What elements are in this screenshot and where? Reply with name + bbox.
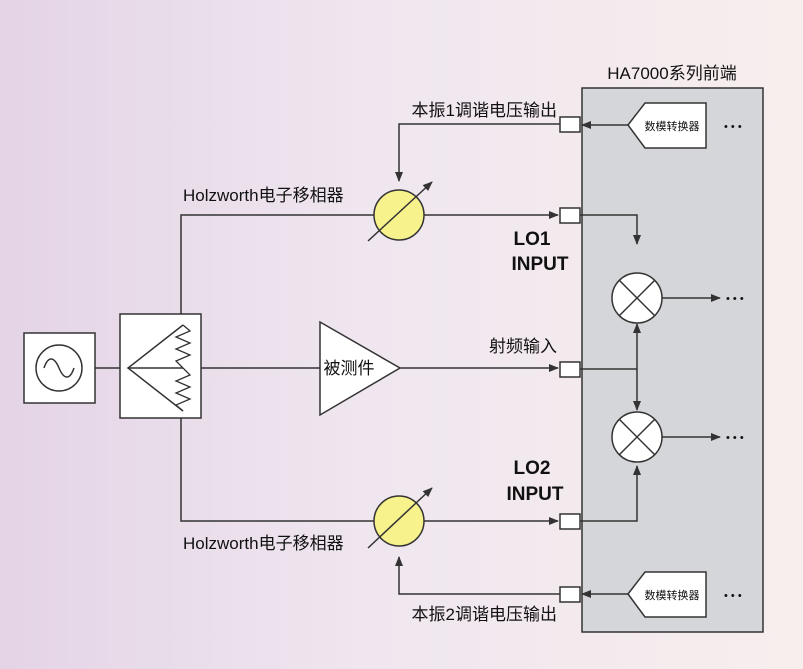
mixer-1-ellipsis: • • • <box>726 293 744 305</box>
wire-lo1-to-mixer1 <box>580 214 641 245</box>
lo2-input-label-line1: LO2 <box>514 458 551 479</box>
port-lo1-input <box>559 207 581 224</box>
wire-splitter-top <box>180 214 375 314</box>
port-lo2-input <box>559 513 581 530</box>
port-rf-input <box>559 361 581 378</box>
dac-top-shape <box>627 102 707 149</box>
wire-lo2-to-mixer2 <box>580 465 641 522</box>
mixer-1 <box>611 272 663 324</box>
rf-input-label: 射频输入 <box>489 337 557 356</box>
dut-label: 被测件 <box>324 359 375 378</box>
front-end-title: HA7000系列前端 <box>607 64 736 83</box>
dac-top-label: 数模转换器 <box>645 119 700 133</box>
mixer-2 <box>611 411 663 463</box>
front-end-panel <box>581 87 764 633</box>
lo1-input-label-line1: LO1 <box>514 229 551 250</box>
lo2-input-label-line2: INPUT <box>507 484 564 505</box>
dac-bottom-ellipsis: • • • <box>724 590 742 602</box>
signal-source <box>23 332 96 404</box>
phase-shifter-top-label: Holzworth电子移相器 <box>183 186 344 205</box>
dac-bottom-label: 数模转换器 <box>645 588 700 602</box>
wire-lo1-tune-to-phase <box>395 123 560 182</box>
port-lo2-tune <box>559 586 581 603</box>
dac-top-ellipsis: • • • <box>724 121 742 133</box>
phase-shifter-bottom <box>367 487 433 549</box>
wire-lo2-tune-to-phase <box>395 556 560 595</box>
port-lo1-tune <box>559 116 581 133</box>
dut-amplifier <box>319 320 402 417</box>
phase-shifter-bottom-label: Holzworth电子移相器 <box>183 534 344 553</box>
phase-shifter-top <box>367 181 433 242</box>
lo1-tune-label: 本振1调谐电压输出 <box>412 101 557 120</box>
wire-splitter-bottom <box>180 418 375 522</box>
power-splitter <box>119 313 202 419</box>
dac-bottom-shape <box>627 571 707 618</box>
lo1-input-label-line2: INPUT <box>512 254 569 275</box>
lo2-tune-label: 本振2调谐电压输出 <box>412 605 557 624</box>
mixer-2-ellipsis: • • • <box>726 432 744 444</box>
